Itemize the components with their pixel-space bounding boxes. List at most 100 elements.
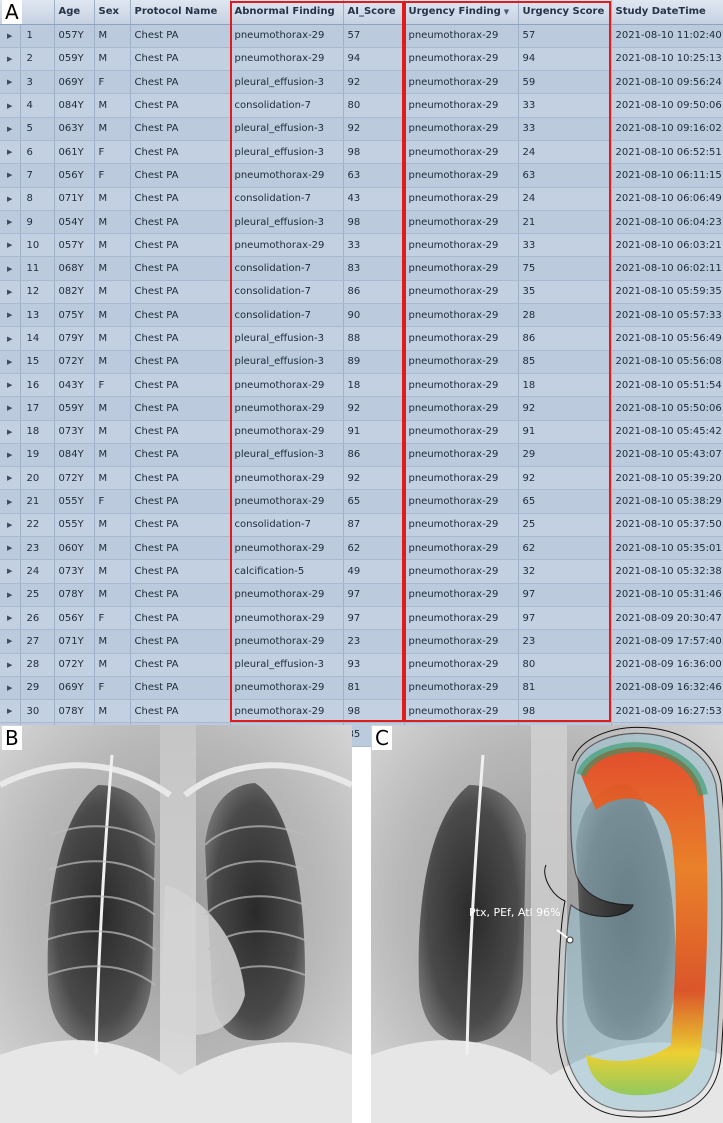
cell-ai-score: 88 [343, 326, 405, 351]
column-header-sex[interactable]: Sex [94, 0, 131, 25]
triangle-right-icon[interactable]: ▶ [0, 326, 21, 351]
cell-protocol-name: Chest PA [130, 606, 231, 631]
cell-protocol-name: Chest PA [130, 420, 231, 444]
cell-urgency-score: 92 [518, 466, 612, 491]
column-header-protocol-name[interactable]: Protocol Name [130, 0, 231, 25]
cell-abnormal-finding: pleural_effusion-3 [230, 350, 344, 374]
triangle-right-icon[interactable]: ▶ [0, 256, 21, 281]
cell-sex: M [94, 396, 131, 421]
cell-row-number: 25 [20, 583, 55, 607]
sort-desc-icon[interactable]: ▼ [503, 8, 510, 17]
cell-protocol-name: Chest PA [130, 117, 231, 141]
triangle-right-icon[interactable]: ▶ [0, 70, 21, 95]
cell-study-datetime: 2021-08-10 06:52:51 [611, 140, 723, 165]
triangle-right-icon[interactable]: ▶ [0, 443, 21, 468]
triangle-right-icon[interactable]: ▶ [0, 373, 21, 398]
column-header-study-datetime[interactable]: Study DateTime [611, 0, 723, 25]
cell-row-number: 11 [20, 256, 55, 281]
triangle-right-icon[interactable]: ▶ [0, 303, 21, 328]
cell-age: 056Y [54, 606, 95, 631]
triangle-right-icon[interactable]: ▶ [0, 187, 21, 211]
triangle-right-icon[interactable]: ▶ [0, 420, 21, 444]
cell-urgency-finding: pneumothorax-29 [404, 420, 519, 444]
column-header-urgency-finding[interactable]: Urgency Finding▼ [404, 0, 519, 25]
cell-age: 075Y [54, 303, 95, 328]
cell-urgency-score: 63 [518, 163, 612, 188]
triangle-right-icon[interactable]: ▶ [0, 536, 21, 561]
cell-urgency-score: 80 [518, 653, 612, 677]
column-header-age[interactable]: Age [54, 0, 95, 25]
column-header-abnormal-finding[interactable]: Abnormal Finding [230, 0, 344, 25]
triangle-right-icon[interactable]: ▶ [0, 513, 21, 538]
cell-row-number: 15 [20, 350, 55, 374]
cell-sex: M [94, 210, 131, 235]
triangle-right-icon[interactable]: ▶ [0, 396, 21, 421]
triangle-right-icon[interactable]: ▶ [0, 140, 21, 165]
cell-abnormal-finding: pneumothorax-29 [230, 629, 344, 654]
cell-ai-score: 92 [343, 396, 405, 421]
cell-row-number: 10 [20, 233, 55, 258]
triangle-right-icon[interactable]: ▶ [0, 676, 21, 701]
cell-study-datetime: 2021-08-09 16:36:00 [611, 653, 723, 677]
triangle-right-icon[interactable]: ▶ [0, 629, 21, 654]
cell-study-datetime: 2021-08-10 05:37:50 [611, 513, 723, 538]
triangle-right-icon[interactable]: ▶ [0, 489, 21, 514]
triangle-right-icon[interactable]: ▶ [0, 117, 21, 141]
column-header-ai-score[interactable]: AI_Score [343, 0, 405, 25]
cell-row-number: 30 [20, 699, 55, 724]
triangle-right-icon[interactable]: ▶ [0, 583, 21, 607]
cell-row-number: 29 [20, 676, 55, 701]
triangle-right-icon[interactable]: ▶ [0, 233, 21, 258]
cell-ai-score: 86 [343, 280, 405, 305]
triangle-right-icon[interactable]: ▶ [0, 163, 21, 188]
triangle-right-icon[interactable]: ▶ [0, 559, 21, 584]
cell-age: 061Y [54, 140, 95, 165]
column-header-urgency-score[interactable]: Urgency Score [518, 0, 612, 25]
triangle-right-icon[interactable]: ▶ [0, 93, 21, 118]
triangle-right-icon[interactable]: ▶ [0, 653, 21, 677]
triangle-right-icon[interactable]: ▶ [0, 24, 21, 48]
cell-ai-score: 92 [343, 70, 405, 95]
cell-urgency-score: 25 [518, 513, 612, 538]
triangle-right-icon[interactable]: ▶ [0, 350, 21, 374]
cell-row-number: 3 [20, 70, 55, 95]
triangle-right-icon[interactable]: ▶ [0, 466, 21, 491]
cell-sex: M [94, 653, 131, 677]
triangle-right-icon[interactable]: ▶ [0, 280, 21, 305]
triangle-right-icon[interactable]: ▶ [0, 606, 21, 631]
triangle-right-icon[interactable]: ▶ [0, 47, 21, 72]
cell-ai-score: 63 [343, 163, 405, 188]
triangle-right-icon[interactable]: ▶ [0, 210, 21, 235]
triangle-right-icon[interactable]: ▶ [0, 699, 21, 724]
